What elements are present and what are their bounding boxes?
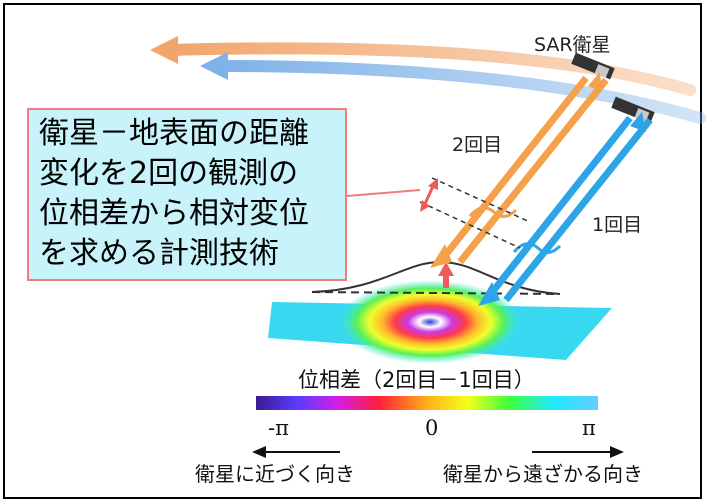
colorbar-title: 位相差（2回目－1回目） <box>298 368 535 392</box>
toward-satellite-label: 衛星に近づく向き <box>195 462 355 486</box>
away-from-satellite-label: 衛星から遠ざかる向き <box>443 462 643 486</box>
callout-line: 衛星－地表面の距離 <box>39 116 309 151</box>
orbit-second-pass <box>150 36 696 96</box>
beam-second-pass <box>430 72 609 268</box>
colorbar-tick-zero: 0 <box>425 416 439 440</box>
away-arrow <box>532 446 624 458</box>
ground-surface-interferogram <box>268 280 612 364</box>
colorbar-tick-neg-pi: -π <box>268 416 289 440</box>
displacement-arrow <box>438 262 454 288</box>
callout-line: 変化を2回の観測の <box>39 156 299 191</box>
wavefront-line-first <box>419 201 521 249</box>
distance-change-marker <box>420 178 438 212</box>
colorbar-tick-pi: π <box>582 416 596 440</box>
orbit-first-pass <box>200 52 706 124</box>
reference-baseline <box>311 291 561 295</box>
second-pass-label: 2回目 <box>452 134 503 156</box>
callout-line: を求める計測技術 <box>39 236 279 271</box>
toward-arrow <box>252 446 340 458</box>
phase-colorbar <box>256 396 598 410</box>
satellite-label: SAR衛星 <box>534 34 611 56</box>
callout-line: 位相差から相対変位 <box>39 196 309 231</box>
beam-first-pass <box>478 112 653 306</box>
callout-pointer <box>346 189 421 197</box>
first-pass-label: 1回目 <box>592 214 643 236</box>
explanation-callout: 衛星－地表面の距離 変化を2回の観測の 位相差から相対変位 を求める計測技術 <box>27 108 347 281</box>
